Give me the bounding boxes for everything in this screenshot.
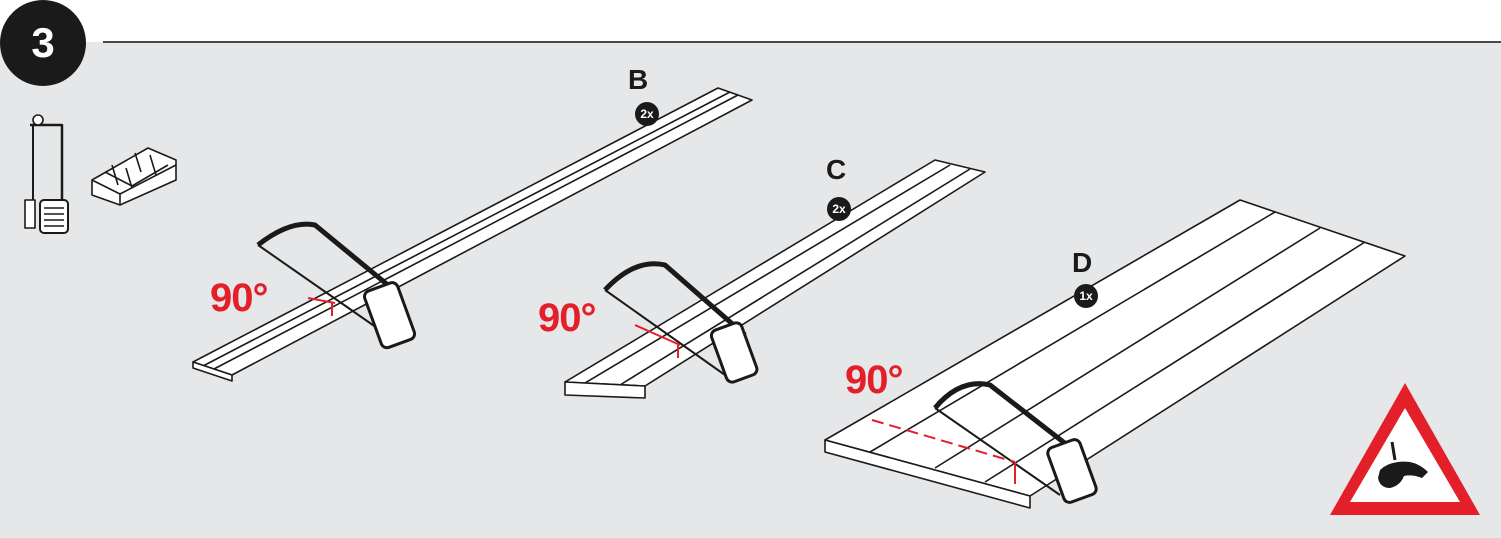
part-letter-b: B xyxy=(628,64,649,95)
cut-line-d xyxy=(871,419,1016,463)
quantity-badge-b: 2x xyxy=(635,102,659,126)
part-letter-c: C xyxy=(826,154,847,185)
cut-angle-b: 90° xyxy=(210,276,268,320)
miter-box-icon xyxy=(91,147,177,206)
header-rule xyxy=(103,41,1501,43)
profile-d xyxy=(824,199,1406,509)
hacksaw-on-profile-d xyxy=(933,381,1098,504)
step-number-badge: 3 xyxy=(0,0,86,86)
cut-line-c xyxy=(634,324,681,346)
cut-angle-c: 90° xyxy=(538,296,596,340)
cut-angle-d: 90° xyxy=(845,358,903,402)
hacksaw-on-profile-c xyxy=(603,261,759,384)
hacksaw-on-profile-b xyxy=(256,221,417,350)
hacksaw-icon xyxy=(24,114,69,234)
part-letter-d: D xyxy=(1072,247,1093,278)
hand-injury-warning-icon xyxy=(1330,383,1480,515)
quantity-badge-c: 2x xyxy=(827,197,851,221)
profile-c xyxy=(564,159,986,399)
quantity-badge-d: 1x xyxy=(1074,284,1098,308)
cut-line-b xyxy=(307,297,336,304)
